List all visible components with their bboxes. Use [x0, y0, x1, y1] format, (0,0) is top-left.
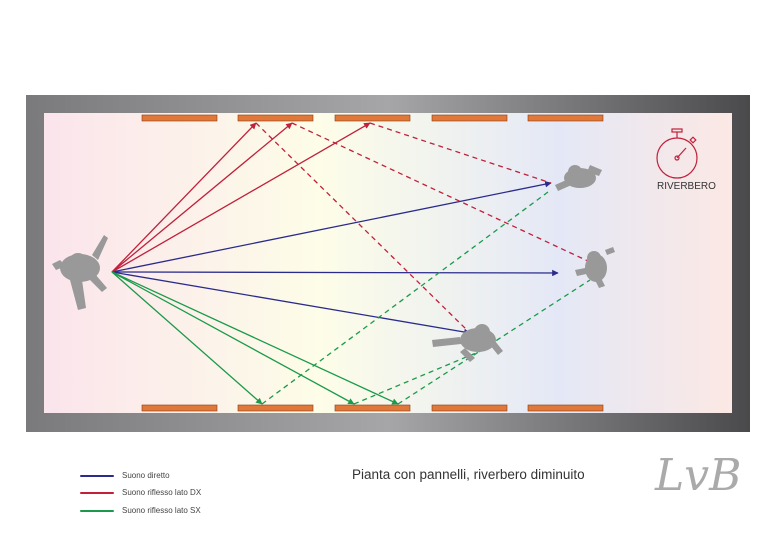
listener-figure-2: [575, 247, 615, 288]
acoustic-panels: [141, 114, 604, 412]
legend-swatch: [80, 509, 114, 512]
reverb-label: RIVERBERO: [657, 181, 716, 192]
direct-sound-rays: [111, 180, 559, 336]
listener-figure-3: [432, 324, 503, 362]
legend-label: Suono riflesso lato SX: [122, 506, 201, 515]
legend-label: Suono riflesso lato DX: [122, 488, 202, 497]
stopwatch-icon: [656, 128, 698, 179]
legend-label: Suono diretto: [122, 471, 170, 480]
legend-swatch: [80, 491, 114, 494]
legend-swatch: [80, 474, 114, 477]
legend-item-direct: Suono diretto: [80, 471, 170, 480]
room-floor: [44, 113, 732, 413]
diagram-caption: Pianta con pannelli, riverbero diminuito: [352, 467, 585, 482]
logo: LvB: [655, 450, 742, 501]
right-reflection-rays: [111, 122, 591, 334]
legend-item-left: Suono riflesso lato SX: [80, 506, 201, 515]
speaker-figure: [52, 235, 108, 310]
listener-figure-1: [555, 165, 602, 191]
legend-item-right: Suono riflesso lato DX: [80, 488, 201, 497]
